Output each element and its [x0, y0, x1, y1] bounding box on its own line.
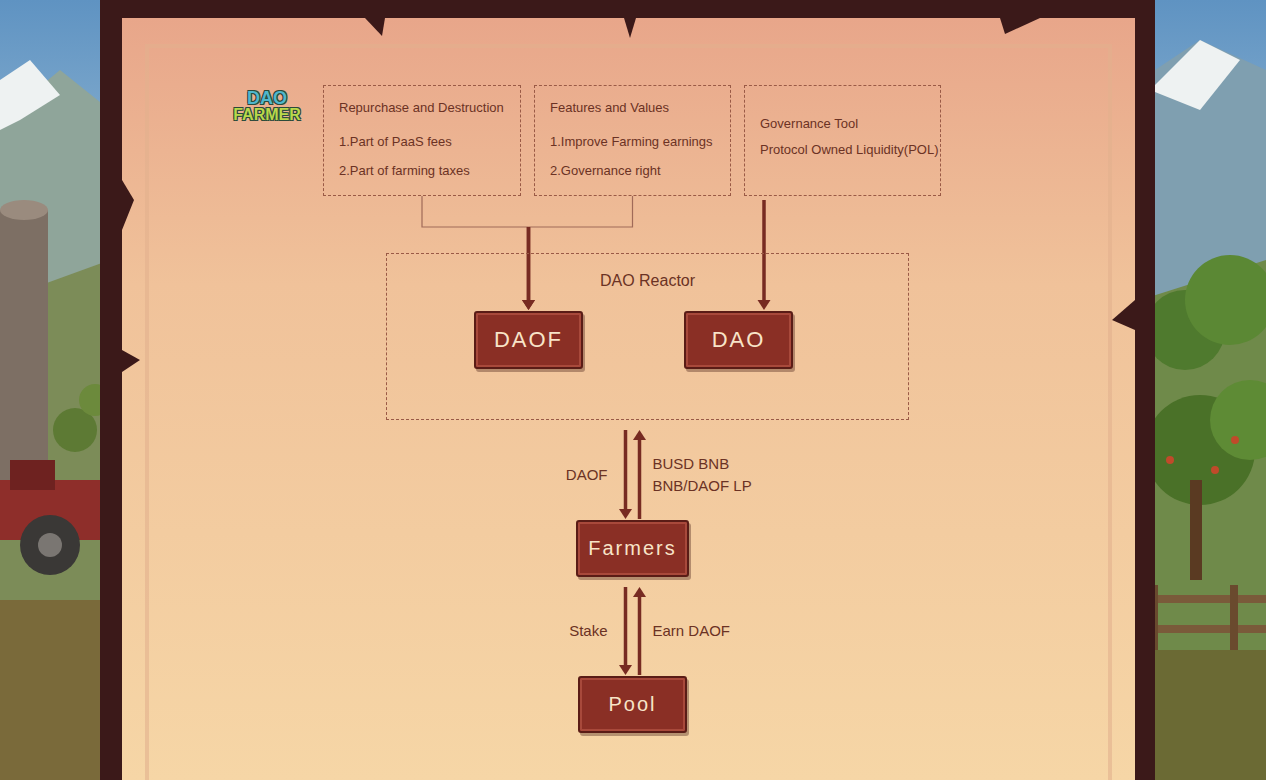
- box-label: DAO Reactor: [387, 271, 908, 291]
- box-label: DAO: [712, 327, 766, 353]
- box-label: DAOF: [494, 327, 563, 353]
- box-item: 1.Improve Farming earnings: [550, 134, 715, 150]
- box-item: 2.Part of farming taxes: [339, 163, 505, 179]
- note-box: Features and Values 1.Improve Farming ear…: [534, 85, 731, 196]
- box-label: Farmers: [588, 537, 676, 560]
- process-box: DAO: [684, 311, 793, 369]
- box-heading: Repurchase and Destruction: [339, 100, 505, 116]
- logo-text: FARMER: [225, 106, 309, 124]
- flow-arrow: [619, 587, 632, 675]
- box-item: 2.Governance right: [550, 163, 715, 179]
- process-box: Pool: [578, 676, 687, 733]
- flow-arrow: [633, 430, 646, 519]
- note-box: Repurchase and Destruction 1.Part of PaaS…: [323, 85, 521, 196]
- box-item: Protocol Owned Liquidity(POL): [760, 142, 925, 158]
- box-heading: Features and Values: [550, 100, 715, 116]
- box-label: Pool: [608, 693, 656, 716]
- flow-arrow: [633, 587, 646, 675]
- flow-label: DAOF: [566, 464, 608, 486]
- flow-label: BUSD BNB BNB/DAOF LP: [653, 453, 765, 497]
- note-box: Governance ToolProtocol Owned Liquidity(…: [744, 85, 941, 196]
- box-heading: Governance Tool: [760, 116, 925, 132]
- flow-arrow: [619, 430, 632, 519]
- flow-arrow: [758, 200, 771, 310]
- logo-text: DAO: [225, 88, 309, 109]
- process-box: Farmers: [576, 520, 689, 577]
- group-region: DAO ReactorDAOF DAO: [386, 253, 909, 420]
- flow-label: Stake: [569, 620, 607, 642]
- process-box: DAOF: [474, 311, 583, 369]
- flow-label: Earn DAOF: [653, 620, 731, 642]
- box-item: 1.Part of PaaS fees: [339, 134, 505, 150]
